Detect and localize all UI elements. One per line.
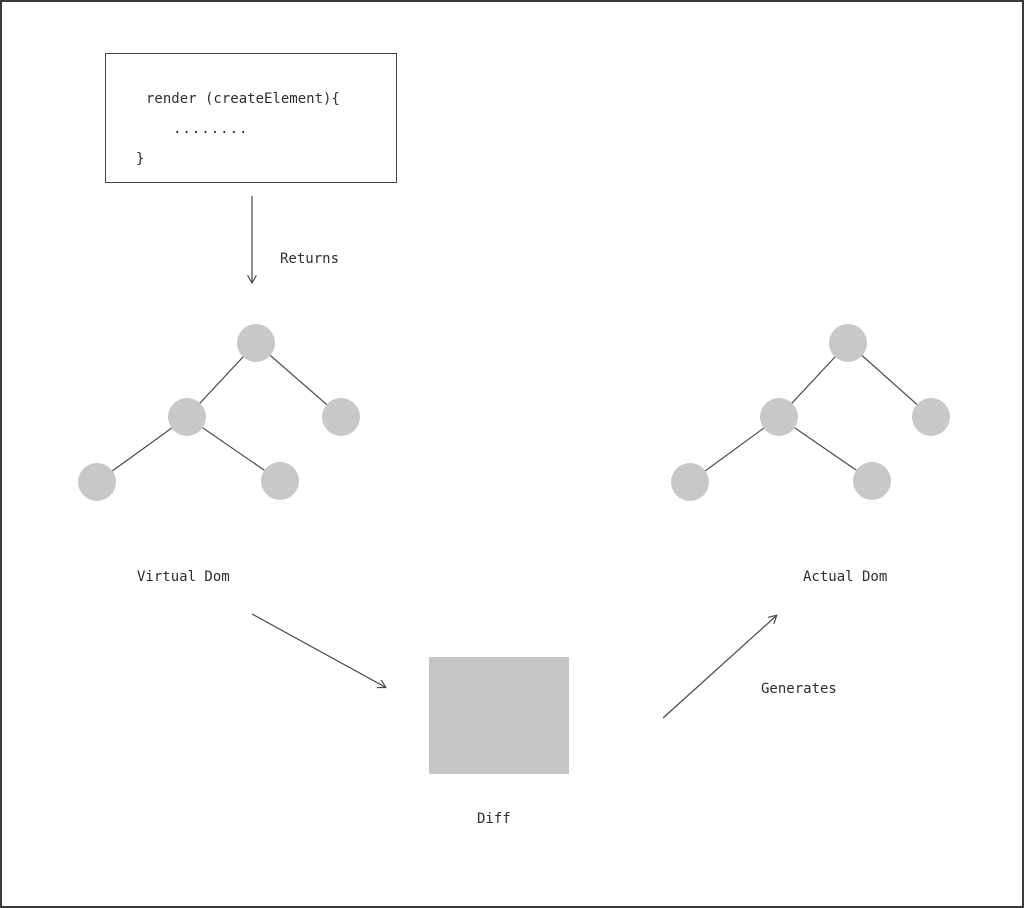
code-line-body-dots: ........	[173, 121, 249, 137]
diff-to-actual-arrow	[662, 616, 776, 719]
virtual-to-diff-arrow	[251, 613, 385, 687]
tree-node	[760, 398, 798, 436]
tree-node	[168, 398, 206, 436]
tree-node	[829, 324, 867, 362]
diff-box	[429, 657, 569, 774]
diff-label: Diff	[477, 811, 511, 827]
generates-label: Generates	[761, 681, 837, 697]
code-line-closing-brace: }	[136, 151, 145, 167]
actual-dom-tree	[671, 324, 950, 501]
virtual-dom-tree	[78, 324, 360, 501]
render-code-box: render (createElement){ ........ }	[105, 53, 397, 183]
code-line-render: render (createElement){	[146, 91, 340, 107]
returns-label: Returns	[280, 251, 340, 267]
tree-node	[78, 463, 116, 501]
tree-node	[261, 462, 299, 500]
tree-node	[671, 463, 709, 501]
virtual-dom-label: Virtual Dom	[137, 569, 230, 585]
tree-node	[912, 398, 950, 436]
tree-node	[322, 398, 360, 436]
tree-node	[237, 324, 275, 362]
tree-node	[853, 462, 891, 500]
actual-dom-label: Actual Dom	[803, 569, 888, 585]
